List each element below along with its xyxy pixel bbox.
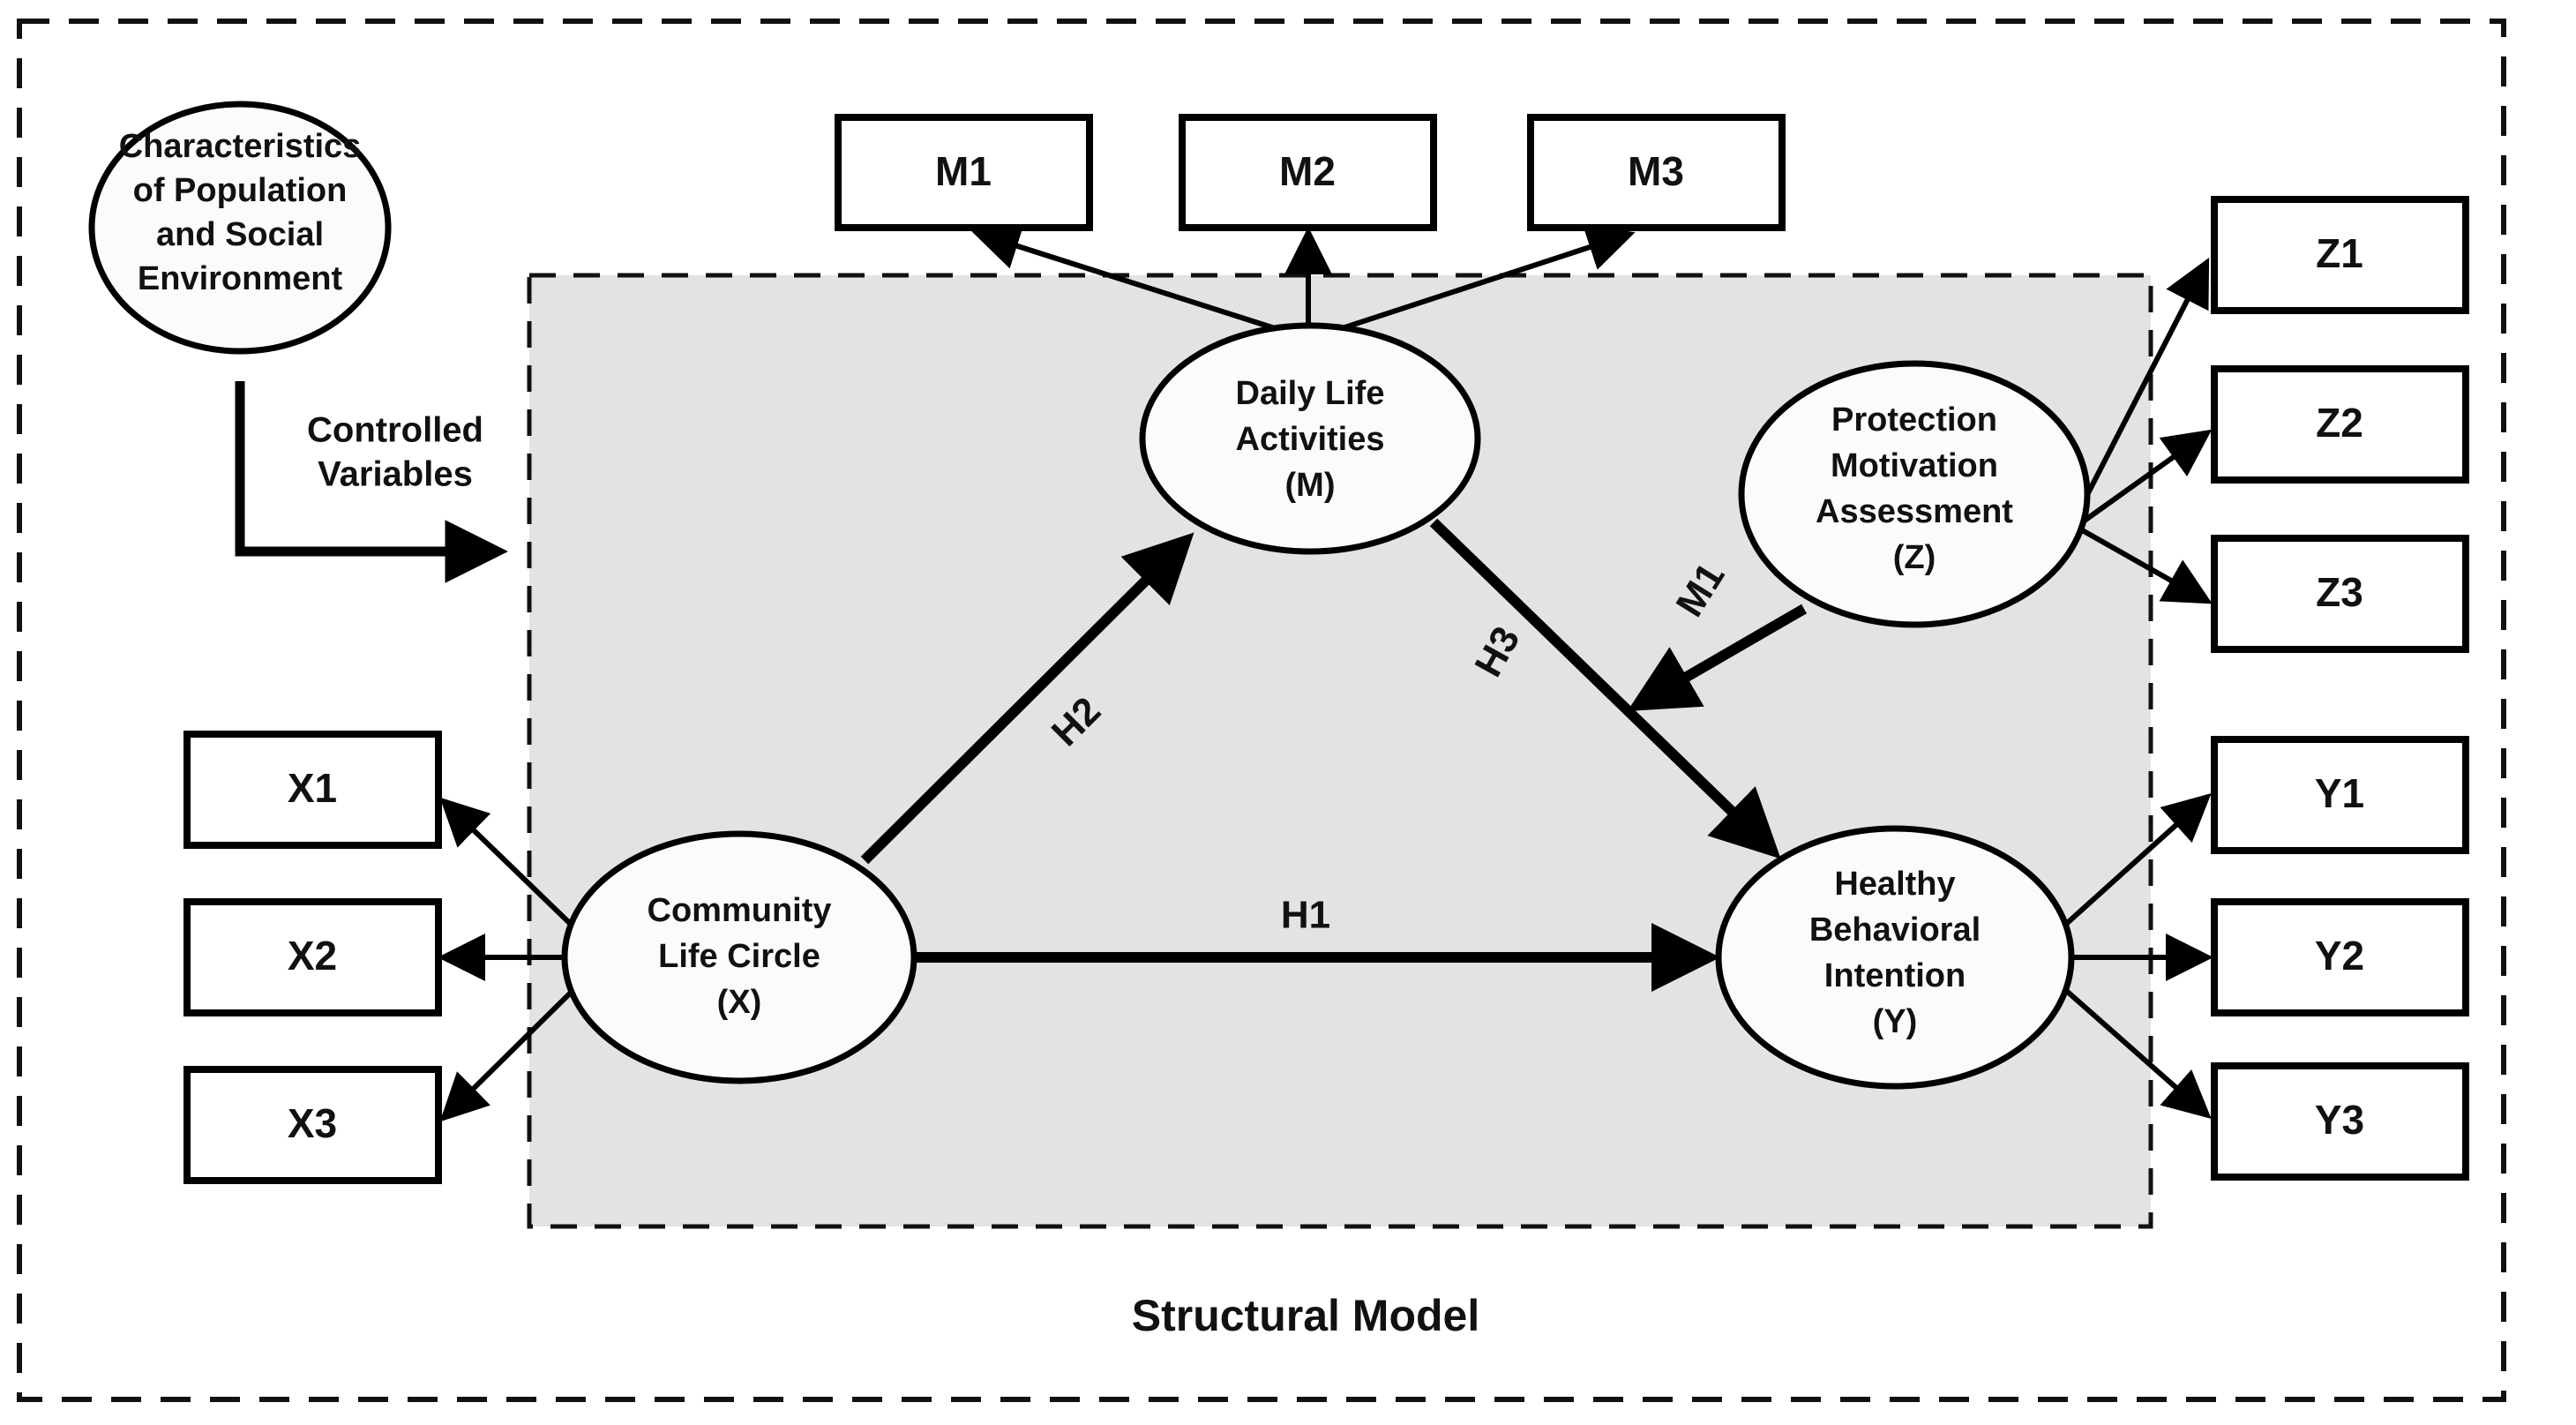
indicator-box-m2[interactable]: M2 (1179, 114, 1437, 231)
indicator-box-y1[interactable]: Y1 (2211, 736, 2469, 854)
latent-label-line-3: (X) (717, 984, 762, 1021)
latent-ellipse[interactable] (88, 101, 392, 355)
latent-node-characteristics[interactable]: Characteristics of Population and Social… (88, 101, 392, 355)
indicator-label: X1 (288, 765, 337, 811)
controlled-variables-connector (235, 381, 508, 583)
latent-label-line-4: (Z) (1893, 539, 1936, 576)
path-label-h1: H1 (1281, 894, 1330, 937)
latent-label-line-3: and Social (156, 216, 324, 253)
indicator-label: X2 (288, 933, 337, 979)
latent-label-line-4: Environment (138, 260, 343, 297)
indicator-label: M1 (935, 148, 992, 194)
indicator-box-rect[interactable] (183, 898, 442, 1016)
indicator-label: Z3 (2316, 569, 2363, 615)
indicator-label: Y3 (2315, 1097, 2364, 1143)
latent-label-line-1: Healthy (1834, 866, 1955, 903)
indicator-box-rect[interactable] (2211, 365, 2469, 484)
indicator-box-rect[interactable] (2211, 1062, 2469, 1181)
diagram-caption: Structural Model (1132, 1291, 1479, 1340)
indicator-box-rect[interactable] (183, 731, 442, 849)
indicator-label: X3 (288, 1100, 337, 1146)
edge-m-to-m1 (971, 222, 1298, 338)
latent-label-line-2: Behavioral (1809, 911, 1981, 949)
edge-z-to-z2 (2080, 429, 2213, 525)
latent-node-daily-life-activities[interactable]: Daily Life Activities (M) (1139, 322, 1481, 555)
outer-dashed-frame (17, 19, 2506, 1402)
latent-node-community-life-circle[interactable]: Community Life Circle (X) (561, 830, 917, 1084)
edge-x-to-x1 (439, 797, 585, 938)
indicator-box-y2[interactable]: Y2 (2211, 898, 2469, 1016)
indicator-box-rect[interactable] (2211, 898, 2469, 1016)
latent-ellipse[interactable] (1738, 360, 2091, 628)
indicator-box-z3[interactable]: Z3 (2211, 535, 2469, 653)
latent-label-line-1: Daily Life (1236, 375, 1385, 412)
latent-label-line-1: Characteristics (119, 128, 362, 165)
indicator-box-x1[interactable]: X1 (183, 731, 442, 849)
indicator-label: Z2 (2316, 400, 2363, 446)
indicator-box-rect[interactable] (1527, 114, 1786, 231)
edge-m-to-m3 (1320, 224, 1636, 338)
latent-label-line-3: (M) (1285, 467, 1336, 504)
indicator-box-z2[interactable]: Z2 (2211, 365, 2469, 484)
latent-label-line-2: of Population (133, 172, 348, 209)
latent-label-line-3: Assessment (1816, 493, 2013, 530)
latent-label-line-2: Motivation (1831, 447, 1998, 484)
edge-x-to-x3 (439, 979, 585, 1122)
indicator-box-rect[interactable] (2211, 196, 2469, 314)
latent-node-healthy-behavioral-intention[interactable]: Healthy Behavioral Intention (Y) (1715, 825, 2075, 1090)
latent-label-line-2: Life Circle (658, 938, 820, 975)
indicator-label: M3 (1628, 148, 1684, 194)
indicator-box-y3[interactable]: Y3 (2211, 1062, 2469, 1181)
edge-z-to-z1 (2072, 257, 2210, 521)
indicator-box-z1[interactable]: Z1 (2211, 196, 2469, 314)
edge-h3-m-to-y (1429, 518, 1781, 859)
indicator-box-x2[interactable]: X2 (183, 898, 442, 1016)
edge-z-to-z3 (2076, 525, 2213, 604)
controlled-variables-label-line-2: Variables (318, 455, 473, 494)
indicator-label: Y1 (2315, 770, 2364, 816)
latent-ellipse[interactable] (561, 830, 917, 1084)
indicator-label: M2 (1279, 148, 1336, 194)
edge-y-to-y1 (2053, 792, 2212, 936)
indicator-label: Y2 (2315, 933, 2364, 979)
latent-ellipse[interactable] (1139, 322, 1481, 555)
indicator-box-m3[interactable]: M3 (1527, 114, 1786, 231)
latent-node-protection-motivation-assessment[interactable]: Protection Motivation Assessment (Z) (1738, 360, 2091, 628)
indicator-box-rect[interactable] (183, 1066, 442, 1184)
latent-label-line-1: Protection (1831, 401, 1997, 439)
indicator-box-rect[interactable] (2211, 535, 2469, 653)
latent-label-line-2: Activities (1236, 421, 1385, 458)
indicator-label: Z1 (2316, 230, 2363, 276)
latent-label-line-4: (Y) (1873, 1003, 1918, 1040)
edge-h2-x-to-m (860, 532, 1194, 865)
controlled-variables-label-line-1: Controlled (307, 411, 483, 450)
indicator-box-rect[interactable] (2211, 736, 2469, 854)
indicator-box-m1[interactable]: M1 (835, 114, 1093, 231)
indicator-box-rect[interactable] (1179, 114, 1437, 231)
indicator-box-rect[interactable] (835, 114, 1093, 231)
indicator-box-x3[interactable]: X3 (183, 1066, 442, 1184)
latent-ellipse[interactable] (1715, 825, 2075, 1090)
edge-y-to-y3 (2054, 979, 2212, 1119)
latent-label-line-1: Community (648, 892, 832, 929)
latent-label-line-3: Intention (1824, 957, 1966, 994)
edge-moderator-z-to-h3 (1627, 604, 1808, 712)
